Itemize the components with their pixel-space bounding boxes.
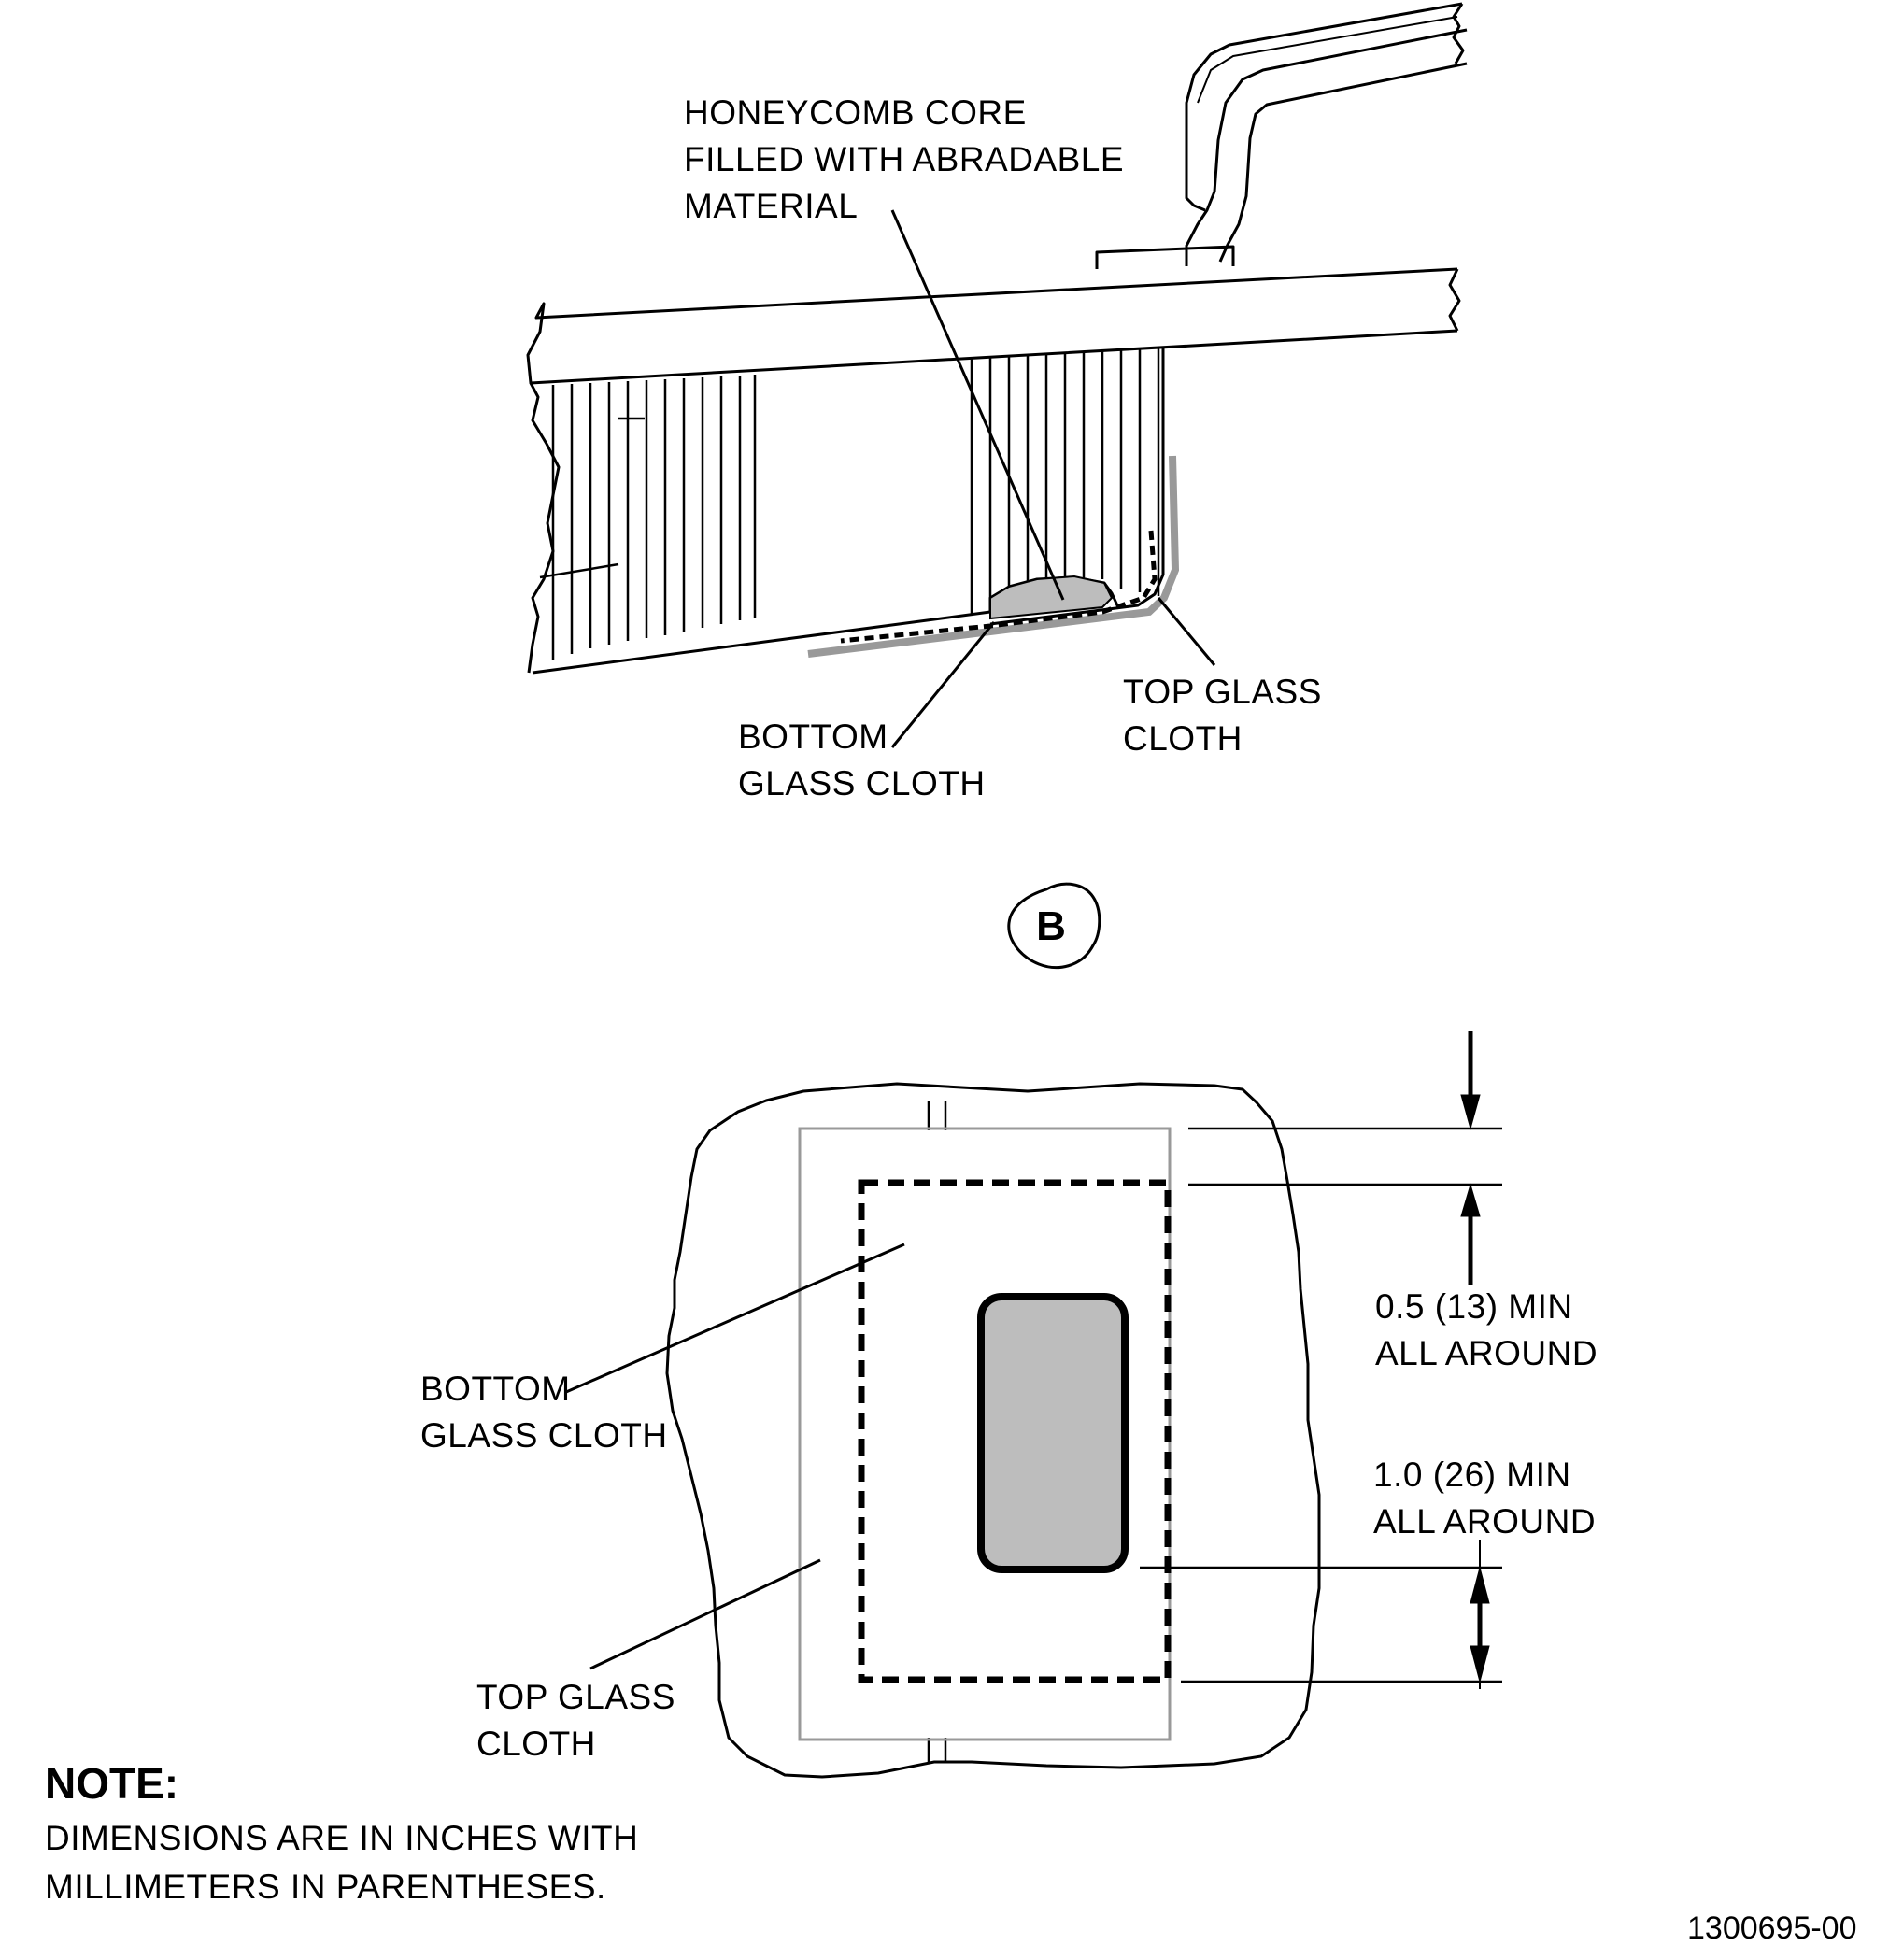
top-glass-cloth-section xyxy=(807,455,1180,658)
callout-bottom-glass-cloth-plan: BOTTOM GLASS CLOTH xyxy=(420,1366,668,1459)
callout-honeycomb-core: HONEYCOMB CORE FILLED WITH ABRADABLE MAT… xyxy=(684,90,1124,230)
left-break xyxy=(527,382,561,674)
note-line: MILLIMETERS IN PARENTHESES. xyxy=(45,1868,606,1906)
callout-line: HONEYCOMB CORE xyxy=(684,93,1027,132)
leader-bottom-cloth-plan xyxy=(565,1243,905,1394)
honeycomb-cells-left xyxy=(539,375,757,660)
note-heading: NOTE: xyxy=(45,1759,179,1808)
face-sheet-break xyxy=(1448,268,1461,332)
honeycomb-cells-right xyxy=(970,348,1160,615)
callout-line: GLASS CLOTH xyxy=(738,764,986,802)
dimension-label-1.0: 1.0 (26) MIN ALL AROUND xyxy=(1373,1452,1596,1545)
leader-top-cloth-plan xyxy=(589,1558,821,1670)
callout-line: CLOTH xyxy=(1123,719,1243,758)
dimension-line-text: ALL AROUND xyxy=(1375,1334,1598,1372)
figure-number: 1300695-00 xyxy=(1687,1910,1857,1946)
abradable-fill xyxy=(989,575,1114,620)
arrow-down-0.5 xyxy=(1460,1094,1481,1130)
panel-seam xyxy=(927,1101,947,1762)
dimension-line-text: 1.0 (26) MIN xyxy=(1373,1456,1571,1494)
note-line: DIMENSIONS ARE IN INCHES WITH xyxy=(45,1819,639,1857)
view-marker-circle xyxy=(1007,882,1101,969)
z-bracket xyxy=(1095,2,1468,269)
callout-top-glass-cloth-plan: TOP GLASS CLOTH xyxy=(476,1674,675,1768)
dimension-line-text: 0.5 (13) MIN xyxy=(1375,1287,1573,1326)
view-marker-letter: B xyxy=(1036,903,1066,949)
dimension-arrows xyxy=(1460,1031,1490,1689)
bottom-glass-cloth-section xyxy=(840,530,1158,644)
callout-line: FILLED WITH ABRADABLE xyxy=(684,140,1125,178)
bottom-glass-cloth-outline xyxy=(858,1179,1172,1683)
leader-bottom-cloth-section xyxy=(890,621,996,748)
callout-top-glass-cloth-section: TOP GLASS CLOTH xyxy=(1123,669,1322,762)
repair-cutout xyxy=(977,1293,1129,1573)
callout-bottom-glass-cloth-section: BOTTOM GLASS CLOTH xyxy=(738,714,986,807)
dimension-lines xyxy=(1140,1127,1502,1683)
arrow-up-1.0 xyxy=(1470,1566,1490,1604)
dimension-label-0.5: 0.5 (13) MIN ALL AROUND xyxy=(1375,1284,1598,1377)
section-leaders xyxy=(890,209,1216,748)
callout-line: MATERIAL xyxy=(684,187,859,225)
leader-top-cloth-section xyxy=(1157,597,1216,666)
callout-line: BOTTOM xyxy=(420,1370,571,1408)
arrow-up-0.5 xyxy=(1460,1183,1481,1217)
callout-line: GLASS CLOTH xyxy=(420,1416,668,1455)
bracket-break xyxy=(1452,3,1465,64)
arrow-down-1.0 xyxy=(1470,1645,1490,1683)
leader-honeycomb-core xyxy=(890,209,1065,601)
callout-line: TOP GLASS xyxy=(476,1678,675,1716)
callout-line: CLOTH xyxy=(476,1725,596,1763)
top-face-sheet xyxy=(526,267,1458,385)
callout-line: BOTTOM xyxy=(738,717,888,756)
plan-leaders xyxy=(565,1243,905,1670)
bracket-inner-line xyxy=(1197,16,1458,104)
plan-view xyxy=(565,1031,1502,1779)
panel-break-outline xyxy=(665,1082,1321,1779)
callout-line: TOP GLASS xyxy=(1123,673,1322,711)
dimension-line-text: ALL AROUND xyxy=(1373,1502,1597,1541)
note-text: DIMENSIONS ARE IN INCHES WITH MILLIMETER… xyxy=(45,1814,638,1911)
